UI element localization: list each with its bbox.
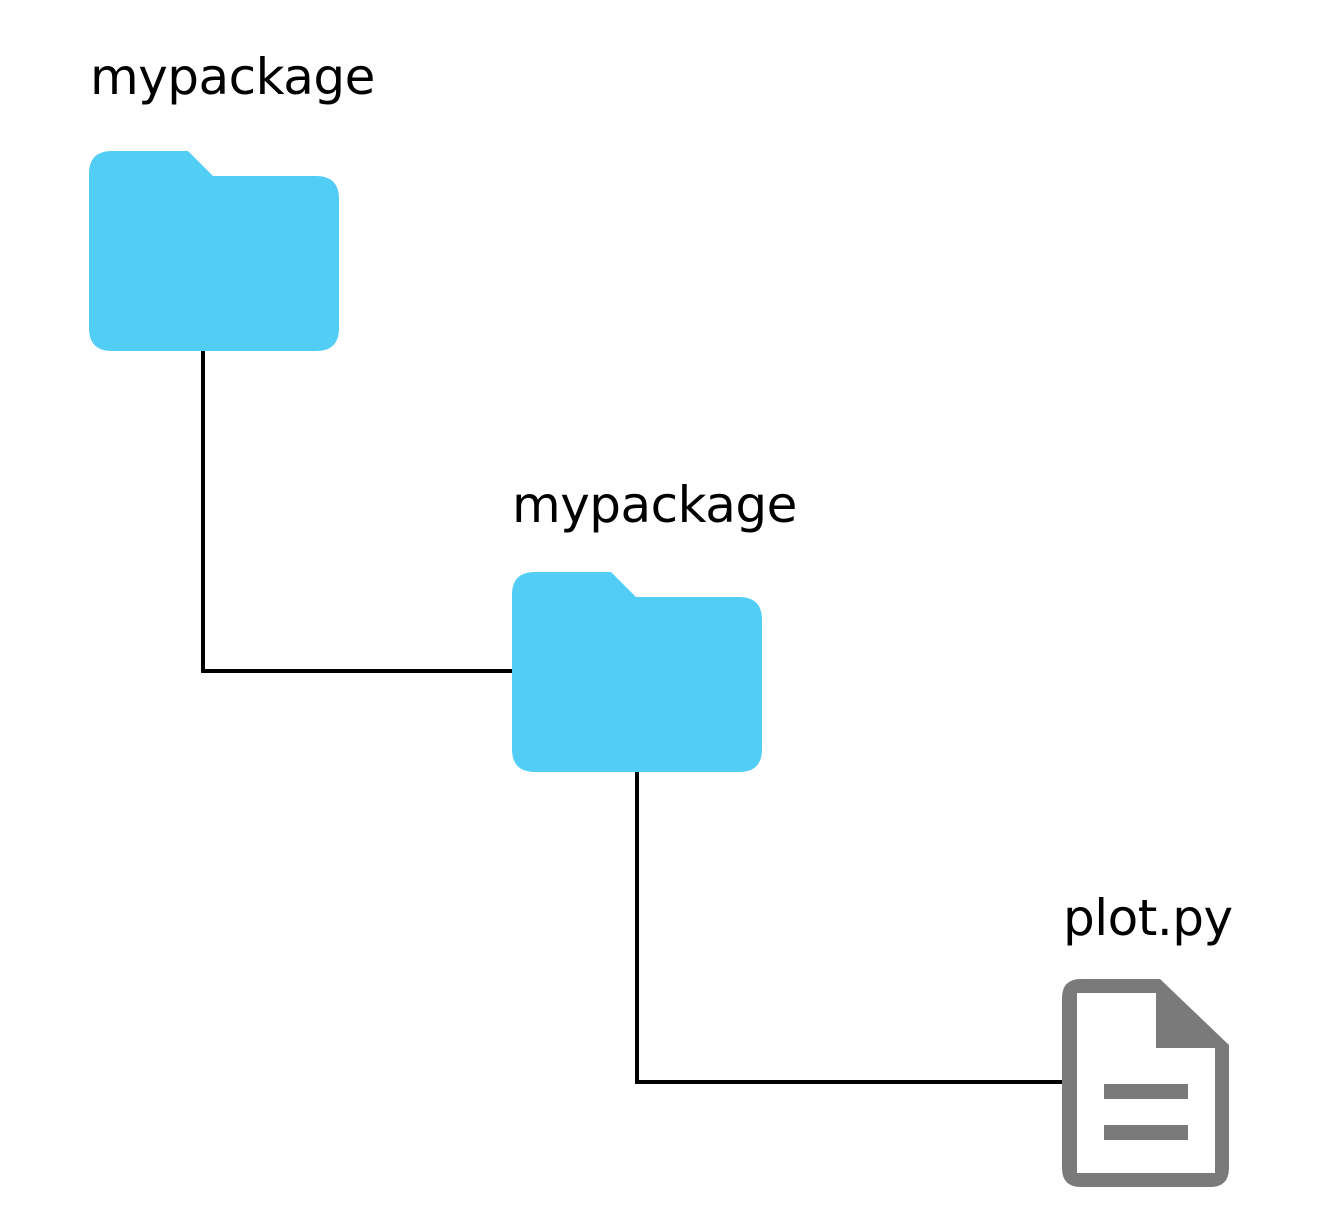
file-text-line (1104, 1084, 1188, 1099)
file-document-icon[interactable] (1062, 979, 1229, 1187)
folder-label-child: mypackage (512, 476, 797, 534)
connector-root-to-child (201, 349, 514, 673)
tree-connectors (201, 349, 1065, 1084)
folder-icon[interactable] (512, 572, 762, 772)
folder-label-root: mypackage (90, 48, 375, 106)
folder-icon[interactable] (89, 151, 339, 351)
file-text-line (1104, 1125, 1188, 1140)
connector-child-to-file (635, 770, 1065, 1084)
file-label: plot.py (1063, 889, 1233, 947)
